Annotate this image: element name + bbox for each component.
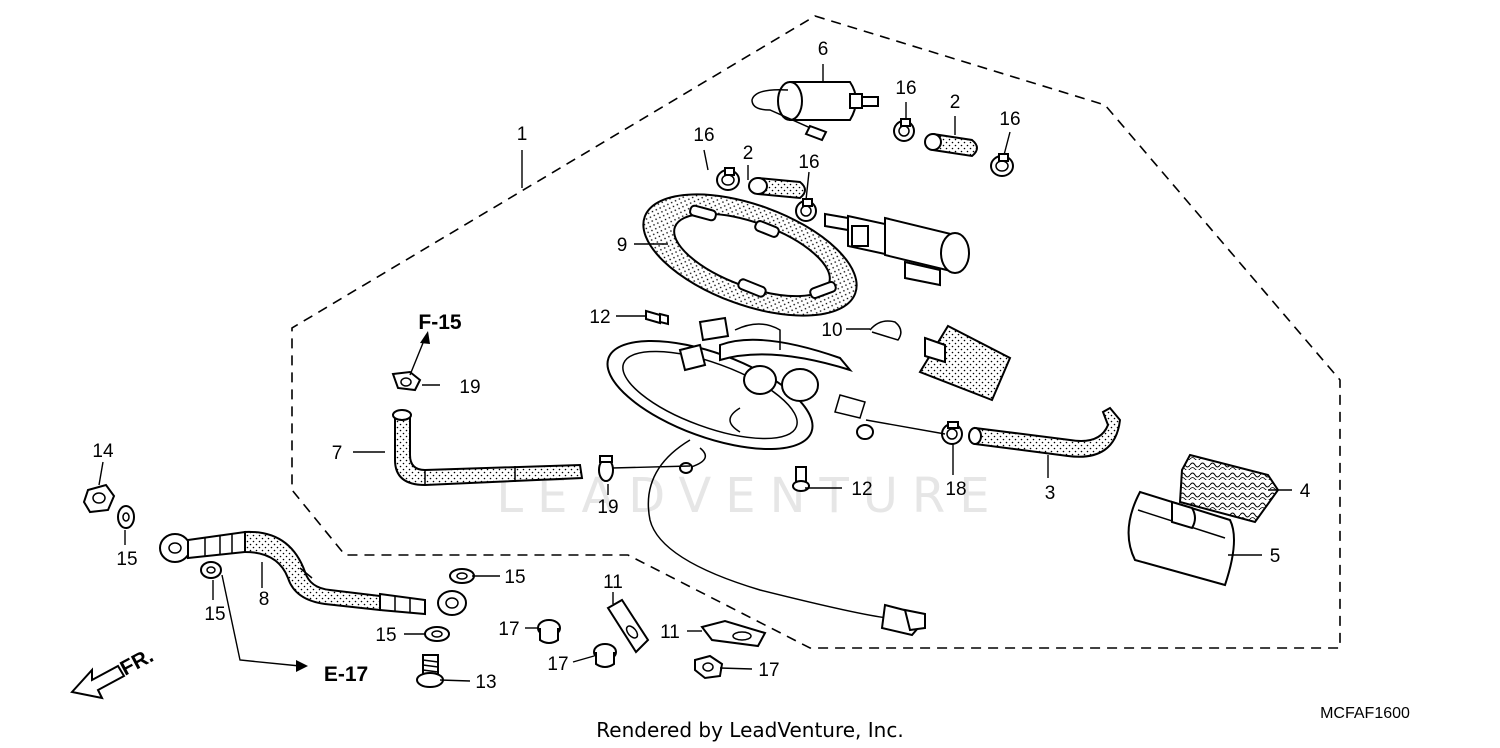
- part-15-washer-a[interactable]: [117, 505, 135, 529]
- part-15-washer-c[interactable]: [449, 568, 475, 584]
- part-2-hose-a[interactable]: [748, 176, 806, 200]
- part-3-return-hose[interactable]: [968, 406, 1122, 458]
- part-2-hose-b[interactable]: [924, 132, 978, 158]
- callout-10[interactable]: 10: [821, 320, 842, 341]
- part-9-gasket[interactable]: [628, 170, 873, 341]
- part-16-clamp-a[interactable]: [716, 167, 740, 191]
- part-6-fuel-filter[interactable]: [751, 81, 879, 142]
- diagram-code: MCFAF1600: [1320, 705, 1410, 722]
- part-16-clamp-d[interactable]: [990, 153, 1014, 177]
- callout-labels: 1 6 16 2 16 16 2 16 9 12 10 19 7 19 12 1…: [92, 39, 1310, 693]
- callout-5[interactable]: 5: [1270, 546, 1281, 567]
- callout-17[interactable]: 17: [498, 619, 519, 640]
- callout-7[interactable]: 7: [332, 443, 343, 464]
- assembly-boundary: [291, 15, 1341, 649]
- callout-18[interactable]: 18: [945, 479, 966, 500]
- part-10-clip[interactable]: [869, 320, 902, 341]
- part-5-rubber-cover[interactable]: [1127, 490, 1235, 587]
- callout-14[interactable]: 14: [92, 441, 114, 462]
- part-11-bracket-b[interactable]: [700, 619, 767, 648]
- callout-6[interactable]: 6: [818, 39, 829, 60]
- callout-11[interactable]: 11: [603, 572, 623, 593]
- part-8-fuel-feed-hose[interactable]: [159, 530, 467, 616]
- callout-13[interactable]: 13: [475, 672, 496, 693]
- callout-15[interactable]: 15: [375, 625, 396, 646]
- part-13-bolt[interactable]: [416, 654, 444, 688]
- fuel-pump-motor[interactable]: [824, 212, 970, 287]
- callout-19[interactable]: 19: [459, 377, 480, 398]
- callout-17[interactable]: 17: [758, 660, 779, 681]
- callout-15[interactable]: 15: [204, 604, 225, 625]
- ref-e17-label[interactable]: E-17: [324, 663, 368, 686]
- rendered-by-credit: Rendered by LeadVenture, Inc.: [596, 718, 903, 742]
- part-19-clamp-b[interactable]: [598, 455, 614, 482]
- callout-2[interactable]: 2: [950, 92, 961, 113]
- callout-2[interactable]: 2: [743, 143, 754, 164]
- callout-1[interactable]: 1: [517, 124, 528, 145]
- callout-3[interactable]: 3: [1045, 483, 1056, 504]
- ref-f15-arrow: [409, 331, 430, 376]
- part-17-grommet-a[interactable]: [537, 619, 561, 644]
- callout-4[interactable]: 4: [1300, 481, 1311, 502]
- callout-15[interactable]: 15: [504, 567, 525, 588]
- callout-12[interactable]: 12: [851, 479, 872, 500]
- part-19-clamp-a[interactable]: [391, 370, 422, 392]
- part-17-grommet-c[interactable]: [694, 654, 724, 680]
- callout-16[interactable]: 16: [895, 78, 916, 99]
- callout-19[interactable]: 19: [597, 497, 618, 518]
- part-14-nut[interactable]: [82, 483, 116, 514]
- part-16-clamp-c[interactable]: [893, 118, 915, 142]
- callout-15[interactable]: 15: [116, 549, 137, 570]
- fuel-strainer[interactable]: [918, 324, 1012, 402]
- callout-16[interactable]: 16: [999, 109, 1020, 130]
- callout-16[interactable]: 16: [798, 152, 819, 173]
- callout-17[interactable]: 17: [547, 654, 568, 675]
- callout-12[interactable]: 12: [589, 307, 610, 328]
- ref-e17-arrow: [221, 574, 308, 672]
- front-direction-arrow: FR.: [70, 644, 157, 700]
- fuel-pump-base-assembly[interactable]: [594, 316, 874, 471]
- callout-16[interactable]: 16: [693, 125, 714, 146]
- callout-11[interactable]: 11: [660, 622, 680, 643]
- part-4-foam-pad[interactable]: [1178, 453, 1280, 524]
- part-15-washer-d[interactable]: [424, 626, 450, 642]
- leader-lines: [98, 64, 1292, 682]
- part-17-grommet-b[interactable]: [593, 643, 617, 668]
- ref-f15-label[interactable]: F-15: [418, 311, 462, 334]
- part-16-clamp-b[interactable]: [795, 198, 817, 222]
- part-12-bolt-a[interactable]: [645, 309, 669, 326]
- part-7-fuel-hose[interactable]: [392, 409, 584, 487]
- callout-8[interactable]: 8: [259, 589, 270, 610]
- part-15-washer-b[interactable]: [200, 561, 222, 579]
- part-18-clamp[interactable]: [941, 421, 963, 445]
- part-11-bracket-a[interactable]: [606, 598, 650, 654]
- callout-9[interactable]: 9: [617, 235, 628, 256]
